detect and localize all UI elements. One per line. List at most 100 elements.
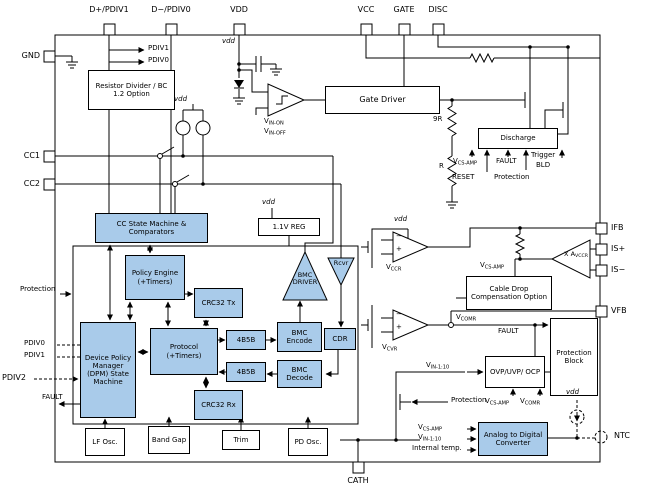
pin-vdd bbox=[233, 23, 246, 36]
rcvr-triangle bbox=[327, 257, 355, 287]
pin-cath bbox=[352, 461, 365, 474]
label-vin-on: VIN-ON bbox=[264, 118, 284, 126]
diode-icon bbox=[234, 80, 244, 88]
label-internal-temp: Internal temp. bbox=[412, 444, 462, 452]
pin-gnd bbox=[43, 50, 56, 63]
cc1-switch bbox=[157, 153, 163, 159]
pin-cc2 bbox=[43, 178, 56, 191]
label-main: V bbox=[480, 261, 485, 269]
bmc-driver-triangle bbox=[282, 250, 328, 301]
block-pd-osc: PD Osc. bbox=[288, 428, 328, 456]
label-bmc-driver: BMC DRIVER bbox=[293, 272, 318, 285]
resistor-r bbox=[447, 155, 457, 187]
gnd-symbol bbox=[55, 55, 78, 69]
label-sub: CS-AMP bbox=[484, 264, 505, 271]
pin-label-ifb: IFB bbox=[611, 223, 624, 232]
pin-dplus bbox=[103, 23, 116, 36]
label-vcs-amp-cable: VCS-AMP bbox=[480, 262, 504, 270]
bus-arrows bbox=[107, 244, 209, 389]
pin-label-gate: GATE bbox=[393, 5, 415, 14]
pin-ifb bbox=[595, 222, 608, 235]
label-sub: COMR bbox=[460, 316, 477, 323]
block-cdr: CDR bbox=[324, 328, 356, 350]
label-r: R bbox=[439, 162, 444, 170]
resistor-vcc bbox=[469, 52, 495, 64]
label-pdiv1-top: PDIV1 bbox=[148, 44, 169, 52]
pin-label-cath: CATH bbox=[347, 476, 369, 485]
block-gate-driver: Gate Driver bbox=[325, 86, 440, 114]
label-fault-protection: FAULT bbox=[498, 327, 519, 335]
current-source-1 bbox=[175, 120, 191, 136]
label-protection-left: Protection bbox=[20, 285, 56, 293]
label-opamp2-plus: + bbox=[396, 323, 402, 331]
junction-dots bbox=[181, 45, 579, 442]
comparator-symbol bbox=[267, 83, 306, 117]
label-main: V bbox=[485, 397, 490, 405]
wires bbox=[55, 35, 600, 462]
block-protection: Protection Block bbox=[550, 318, 598, 396]
block-lf-osc: LF Osc. bbox=[85, 428, 125, 456]
block-resistor-divider: Resistor Divider / BC 1.2 Option bbox=[88, 70, 175, 110]
label-vcomr: VCOMR bbox=[456, 314, 476, 322]
block-1v1-reg: 1.1V REG bbox=[258, 218, 320, 236]
current-sense-amp bbox=[550, 239, 591, 279]
label-9r: 9R bbox=[433, 115, 443, 123]
pin-label-cc2: CC2 bbox=[23, 179, 40, 188]
label-vdd-current-src: vdd bbox=[174, 95, 188, 103]
pin-disc bbox=[432, 23, 445, 36]
label-vin110-ovp: VIN-1:10 bbox=[426, 362, 449, 370]
pin-label-vcc: VCC bbox=[357, 5, 375, 14]
label-vin110-adc: VIN-1:10 bbox=[418, 434, 441, 442]
resistor-9r bbox=[447, 105, 457, 137]
label-opamp2-minus: − bbox=[396, 310, 402, 318]
label-reset: RESET bbox=[452, 173, 475, 181]
pin-label-is-plus: IS+ bbox=[611, 244, 626, 253]
vcomr-node bbox=[448, 322, 454, 328]
opamp-vccr bbox=[392, 231, 430, 263]
hysteresis-icon bbox=[276, 95, 288, 105]
label-protection-discharge: Protection bbox=[494, 173, 530, 181]
label-sub: CS-AMP bbox=[457, 160, 478, 167]
block-crc32-tx: CRC32 Tx bbox=[194, 288, 243, 318]
block-trim: Trim bbox=[222, 430, 260, 450]
block-bmc-encode: BMC Encode bbox=[277, 322, 322, 352]
label-sub: CCR bbox=[390, 266, 402, 273]
label-main: V bbox=[418, 423, 423, 431]
label-x-avccr: X AVCCR bbox=[564, 251, 588, 260]
label-main: V bbox=[264, 117, 269, 125]
block-band-gap: Band Gap bbox=[148, 426, 190, 454]
label-vdd-opamp: vdd bbox=[394, 215, 408, 223]
block-cc-state-machine: CC State Machine & Comparators bbox=[95, 213, 208, 243]
arrow-wires bbox=[34, 47, 580, 453]
label-rcvr: Rcvr bbox=[333, 259, 349, 267]
vccr-amp-wires bbox=[361, 227, 596, 268]
pin-label-vfb: VFB bbox=[611, 306, 627, 315]
block-4b5b-encode: 4B5B bbox=[226, 330, 266, 350]
label-sub: CS-AMP bbox=[422, 426, 443, 433]
pin-label-vdd: VDD bbox=[230, 5, 248, 14]
label-main: V bbox=[418, 433, 423, 441]
pin-label-pdiv2: PDIV2 bbox=[2, 373, 26, 382]
ntc-current-source bbox=[569, 409, 585, 425]
block-discharge: Discharge bbox=[478, 128, 558, 149]
block-protocol: Protocol (+Timers) bbox=[150, 328, 218, 375]
label-fault-left: FAULT bbox=[42, 393, 63, 401]
cc2-switch bbox=[172, 181, 178, 187]
label-sub: VCCR bbox=[575, 254, 588, 260]
label-pdiv0-top: PDIV0 bbox=[148, 56, 169, 64]
label-vccr: VCCR bbox=[386, 264, 401, 272]
label-vcs-amp-discharge: VCS-AMP bbox=[453, 158, 477, 166]
label-vin-off: VIN-OFF bbox=[264, 128, 286, 136]
pin-gate bbox=[398, 23, 411, 36]
label-driver: DRIVER bbox=[292, 277, 318, 286]
block-policy-engine: Policy Engine (+Timers) bbox=[125, 255, 185, 300]
label-main: X A bbox=[564, 250, 576, 258]
block-bmc-decode: BMC Decode bbox=[277, 360, 322, 388]
label-sub: IN-1:10 bbox=[430, 364, 450, 371]
label-sub: CVR bbox=[386, 346, 398, 353]
label-main: V bbox=[456, 313, 461, 321]
pin-cc1 bbox=[43, 150, 56, 163]
label-bmc: BMC bbox=[297, 271, 313, 279]
